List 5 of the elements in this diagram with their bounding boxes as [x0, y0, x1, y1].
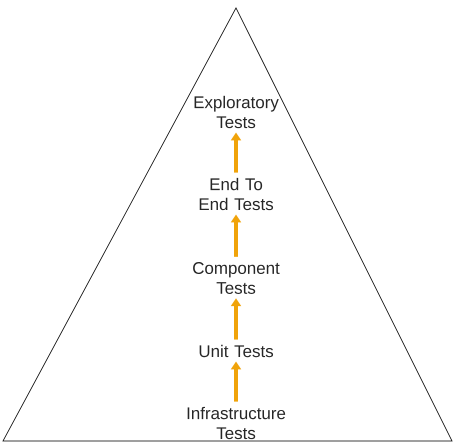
level-label: Unit Tests: [200, 344, 274, 358]
level-label: Exploratory Tests: [194, 96, 279, 128]
level-label: End To End Tests: [200, 178, 274, 210]
level-label: Infrastructure Tests: [188, 406, 286, 440]
level-label: Component Tests: [193, 262, 280, 294]
